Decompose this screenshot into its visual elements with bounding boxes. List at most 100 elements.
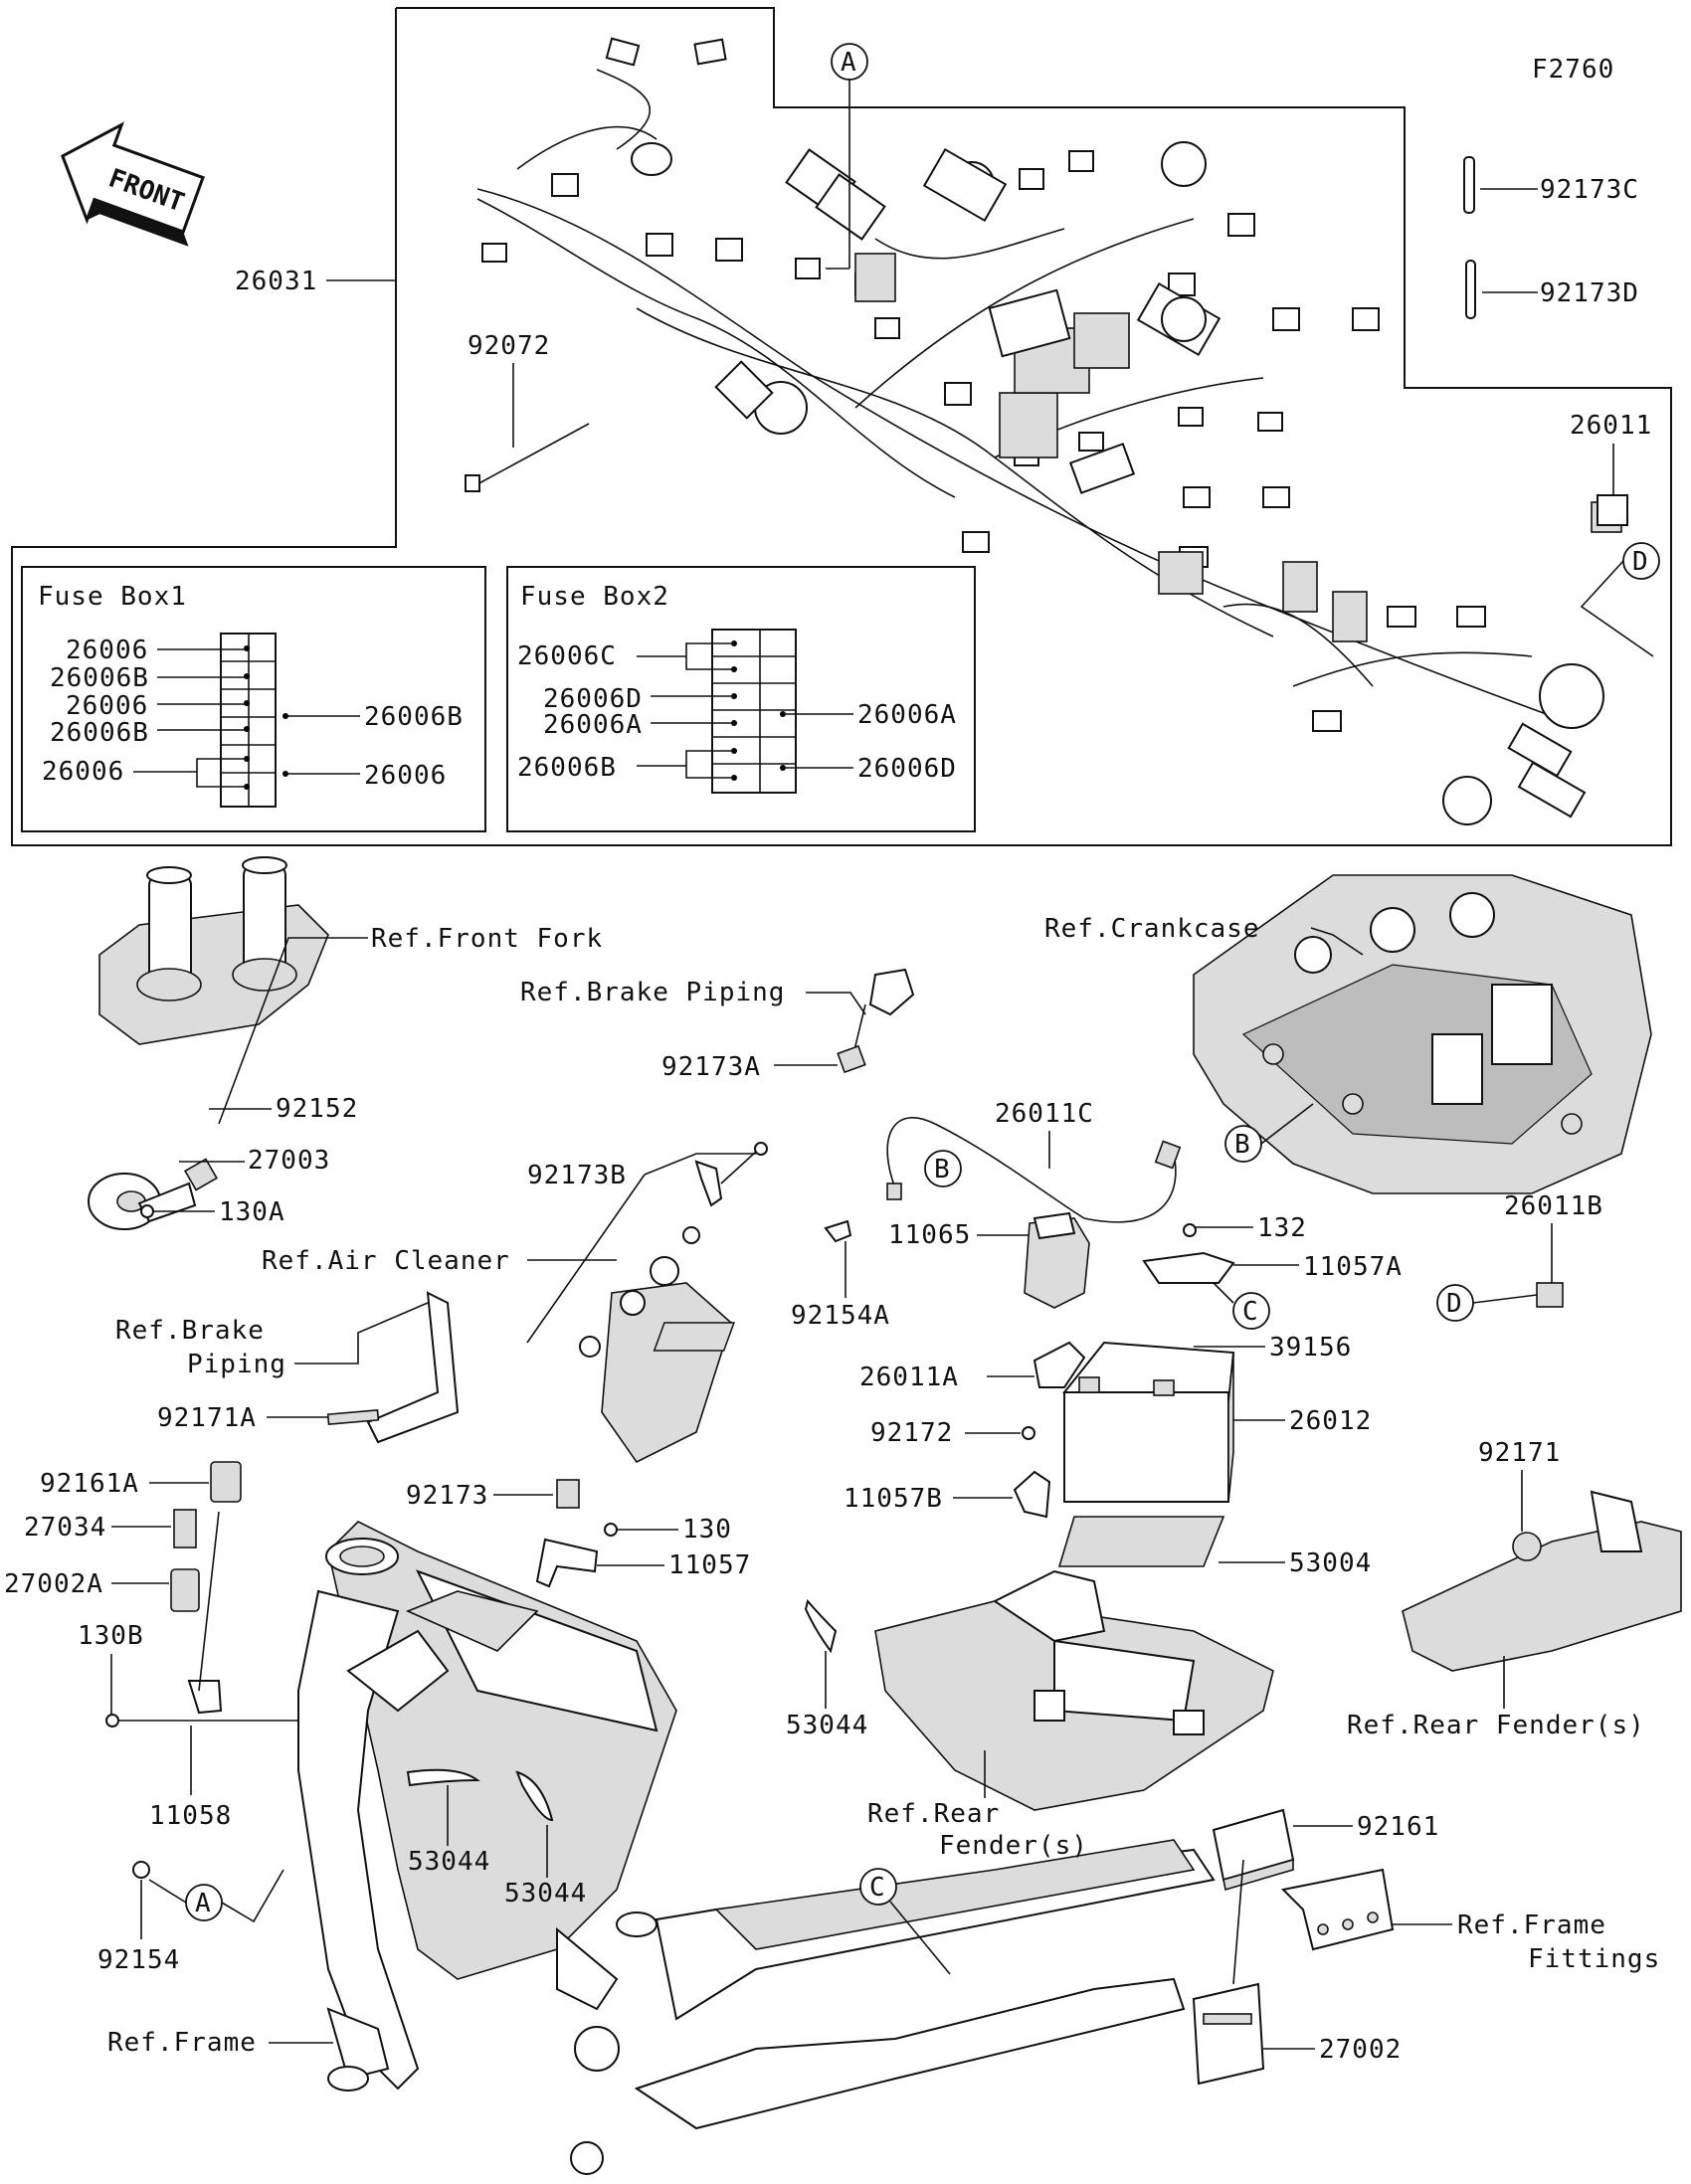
label-ref-air-cleaner: Ref.Air Cleaner <box>262 1246 510 1276</box>
main-frame-ref-drawing <box>297 1521 1216 2175</box>
label-92173a: 92173A <box>661 1052 761 1082</box>
leader-92173b <box>526 1153 756 1344</box>
bracket-frame-fittings-icon <box>1280 1868 1395 1951</box>
label-92154a: 92154A <box>791 1301 890 1331</box>
crankcase-ref-drawing <box>1193 874 1652 1194</box>
rear-fender-ref-drawing <box>874 1569 1274 1811</box>
clip-92173d-icon <box>1465 260 1476 319</box>
fb2-right-1: 26006A <box>857 700 957 730</box>
fuse-box1-body <box>220 633 288 808</box>
pad-53044-b-icon <box>515 1770 554 1822</box>
figure-id: F2760 <box>1532 55 1614 85</box>
fb1-left-5: 26006 <box>42 757 124 787</box>
cable-tie-92072-icon <box>465 423 590 492</box>
label-92152: 92152 <box>276 1094 358 1124</box>
label-ref-frame: Ref.Frame <box>107 2028 257 2058</box>
grommet-92154-icon <box>132 1861 150 1879</box>
label-ref-brake-piping-2a: Ref.Brake <box>115 1316 265 1346</box>
label-ref-rear-fender-1a: Ref.Rear <box>867 1799 1000 1829</box>
relay-26011-icon <box>1591 494 1628 533</box>
label-ref-front-fork: Ref.Front Fork <box>371 924 603 954</box>
callout-d-harness-label: D <box>1632 547 1649 577</box>
fuse-box1-panel <box>21 566 486 832</box>
fb1-left-1: 26006 <box>66 636 148 665</box>
pad-39156-icon <box>653 1322 736 1352</box>
terminal-26011a-icon <box>1033 1341 1086 1388</box>
callout-c-bracket-label: C <box>1242 1297 1259 1327</box>
fuse-box2-panel <box>506 566 976 832</box>
leader-ref-brake-piping-2 <box>294 1302 429 1365</box>
fb2-left-4: 26006B <box>517 753 617 783</box>
fb2-right-2: 26006D <box>857 754 957 784</box>
label-92173: 92173 <box>406 1481 488 1511</box>
label-26031: 26031 <box>235 267 317 296</box>
leader-ref-front-fork <box>218 937 368 1125</box>
callout-b-cable-label: B <box>934 1155 951 1184</box>
label-11057a: 11057A <box>1303 1252 1403 1282</box>
bracket-11057-icon <box>535 1538 599 1588</box>
front-fork-ref-drawing <box>98 856 329 1045</box>
battery-cable-26011c-icon <box>886 1117 1182 1223</box>
pad-53044-c-icon <box>804 1598 838 1654</box>
label-ref-brake-piping-2b: Piping <box>187 1350 286 1379</box>
front-arrow-icon: FRONT <box>61 121 205 247</box>
label-11057: 11057 <box>668 1550 751 1580</box>
label-92161a: 92161A <box>40 1469 139 1499</box>
label-26011: 26011 <box>1570 411 1652 441</box>
label-53044-c: 53044 <box>786 1711 868 1740</box>
label-ref-frame-fittings-a: Ref.Frame <box>1457 1911 1606 1940</box>
label-ref-rear-fender-2: Ref.Rear Fender(s) <box>1347 1711 1645 1740</box>
label-26011b: 26011B <box>1504 1191 1603 1221</box>
callout-b-crankcase-label: B <box>1234 1130 1251 1160</box>
bolt-130a-icon <box>140 1204 154 1218</box>
bracket-11057b-icon <box>1013 1470 1051 1519</box>
label-39156: 39156 <box>1269 1333 1352 1363</box>
label-ref-crankcase: Ref.Crankcase <box>1044 914 1260 944</box>
fuse-box2-body <box>711 629 797 794</box>
label-92154: 92154 <box>97 1945 180 1975</box>
callout-b-cable: B <box>924 1150 962 1187</box>
bolt-130-icon <box>604 1523 618 1537</box>
label-92173c: 92173C <box>1540 175 1639 205</box>
label-92161: 92161 <box>1357 1812 1439 1842</box>
label-92172: 92172 <box>870 1418 953 1448</box>
label-11058: 11058 <box>149 1801 232 1831</box>
label-27003: 27003 <box>248 1146 330 1176</box>
label-11057b: 11057B <box>844 1484 943 1514</box>
label-130a: 130A <box>219 1197 285 1227</box>
label-53004: 53004 <box>1289 1548 1372 1578</box>
part-27002a-icon <box>170 1568 200 1612</box>
label-ref-brake-piping-1: Ref.Brake Piping <box>520 978 785 1007</box>
part-92161a-icon <box>210 1461 242 1503</box>
rear-fender-2-ref-drawing <box>1402 1490 1682 1672</box>
callout-c-bracket: C <box>1213 1282 1270 1330</box>
callout-a-frame: A <box>148 1869 284 1923</box>
label-92173b: 92173B <box>527 1161 627 1190</box>
label-53044-b: 53044 <box>504 1879 587 1909</box>
label-11065: 11065 <box>888 1220 971 1250</box>
battery-26012-icon <box>1062 1341 1235 1503</box>
label-26012: 26012 <box>1289 1406 1372 1436</box>
fuse-box1-title: Fuse Box1 <box>38 582 187 612</box>
leader-130b-to-frame <box>119 1720 329 1750</box>
bracket-11058-icon <box>187 1511 223 1715</box>
label-53044-a: 53044 <box>408 1847 490 1877</box>
fb1-left-3: 26006 <box>66 691 148 721</box>
label-132: 132 <box>1257 1213 1307 1243</box>
leader-27002-drop <box>1232 1859 1244 1985</box>
label-130b: 130B <box>78 1621 144 1651</box>
label-26011a: 26011A <box>859 1363 959 1392</box>
clip-92154a-icon <box>824 1219 852 1243</box>
part-27034-icon <box>173 1509 197 1548</box>
callout-d-relay: D <box>1436 1284 1538 1322</box>
bolt-132-icon <box>1183 1223 1197 1237</box>
fb1-left-4: 26006B <box>50 718 149 748</box>
callout-d-relay-label: D <box>1446 1289 1463 1319</box>
main-wiring-harness <box>476 37 1604 825</box>
fb1-leaders <box>133 648 360 788</box>
terminal-cover-11065-icon <box>1024 1211 1090 1309</box>
fb1-right-1: 26006B <box>364 702 464 732</box>
label-ref-frame-fittings-b: Fittings <box>1528 1944 1660 1974</box>
label-92072: 92072 <box>468 331 550 361</box>
